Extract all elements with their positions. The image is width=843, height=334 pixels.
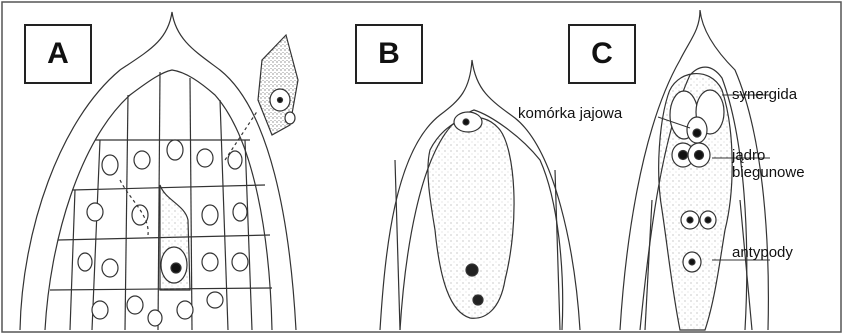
panel-a-label: A — [24, 24, 92, 84]
panel-c-label: C — [568, 24, 636, 84]
panel-a-letter: A — [47, 37, 69, 71]
label-jadro-biegunowe: jądro biegunowe — [732, 147, 805, 181]
panel-c-letter: C — [591, 37, 613, 71]
panel-b-letter: B — [378, 37, 400, 71]
panel-b-drawing — [380, 60, 580, 330]
label-synergida: synergida — [732, 86, 797, 103]
label-jadro-line2: biegunowe — [732, 164, 805, 181]
label-antypody: antypody — [732, 244, 793, 261]
label-komorka-jajowa: komórka jajowa — [518, 105, 622, 122]
label-jadro-line1: jądro — [732, 147, 805, 164]
panel-b-label: B — [355, 24, 423, 84]
